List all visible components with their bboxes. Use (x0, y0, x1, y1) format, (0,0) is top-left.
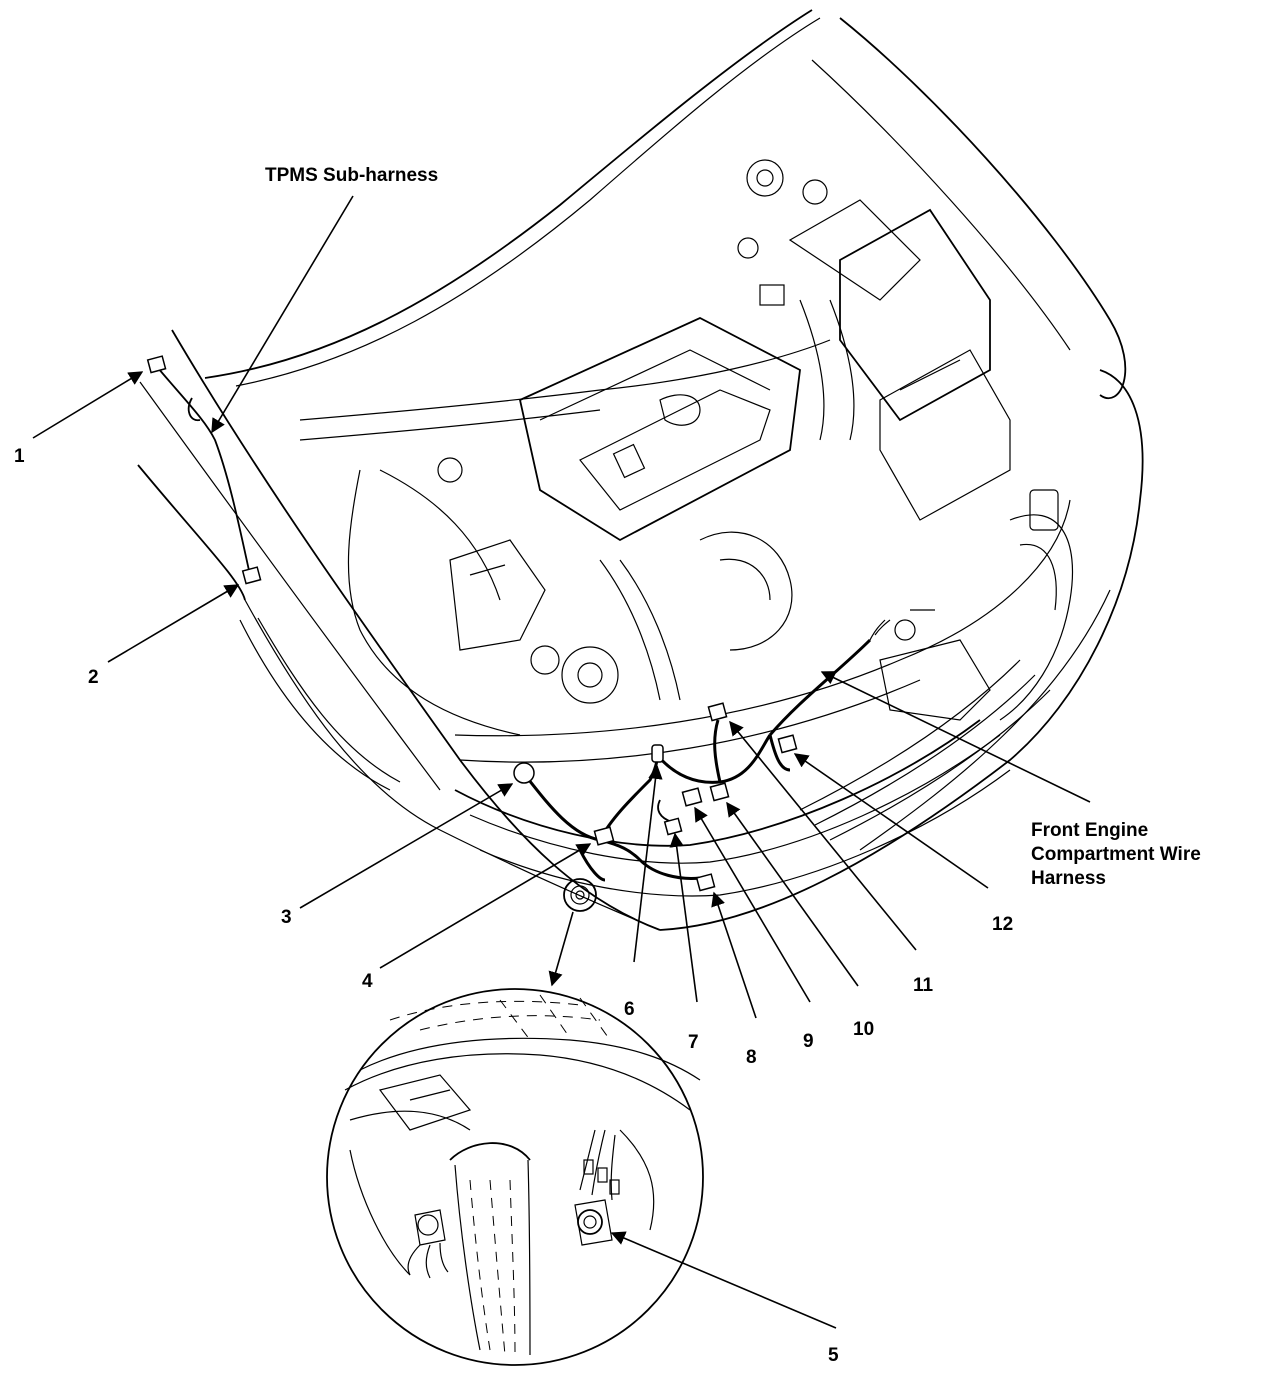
engine-bay (299, 159, 1011, 736)
front-harness-label-line3: Harness (1031, 868, 1106, 889)
connector-8-icon (695, 873, 716, 892)
vehicle-body (137, 329, 1144, 931)
front-harness-label-line1: Front Engine (1031, 820, 1148, 841)
callout-12: 12 (992, 914, 1013, 935)
callout-2: 2 (88, 667, 99, 688)
connector-4-icon (593, 826, 615, 846)
connector-2-icon (241, 566, 262, 585)
callout-9: 9 (803, 1031, 814, 1052)
callout-11: 11 (913, 975, 934, 996)
connector-3-icon (513, 762, 535, 784)
callout-8: 8 (746, 1047, 757, 1068)
callout-6: 6 (624, 999, 635, 1020)
front-engine-compartment-wire-harness (513, 619, 891, 912)
connector-7-icon (663, 817, 683, 836)
connector-1-icon (146, 355, 167, 374)
connector-11-icon (707, 702, 728, 722)
connector-6-icon (651, 744, 664, 763)
callout-10: 10 (853, 1019, 874, 1040)
callout-4: 4 (362, 971, 373, 992)
callout-7: 7 (688, 1032, 699, 1053)
tpms-subharness-label: TPMS Sub-harness (265, 165, 438, 186)
leader-lines (32, 195, 1091, 1329)
front-harness-label-line2: Compartment Wire (1031, 844, 1201, 865)
grommet-5-icon (563, 878, 597, 912)
callout-1: 1 (14, 446, 25, 467)
callout-5: 5 (828, 1345, 839, 1366)
callout-3: 3 (281, 907, 292, 928)
connector-10-icon (709, 782, 730, 802)
connector-9-icon (681, 787, 703, 807)
connector-12-icon (777, 734, 798, 754)
tpms-subharness (146, 355, 262, 585)
hood-outline (204, 9, 1127, 400)
detail-view (326, 988, 704, 1366)
